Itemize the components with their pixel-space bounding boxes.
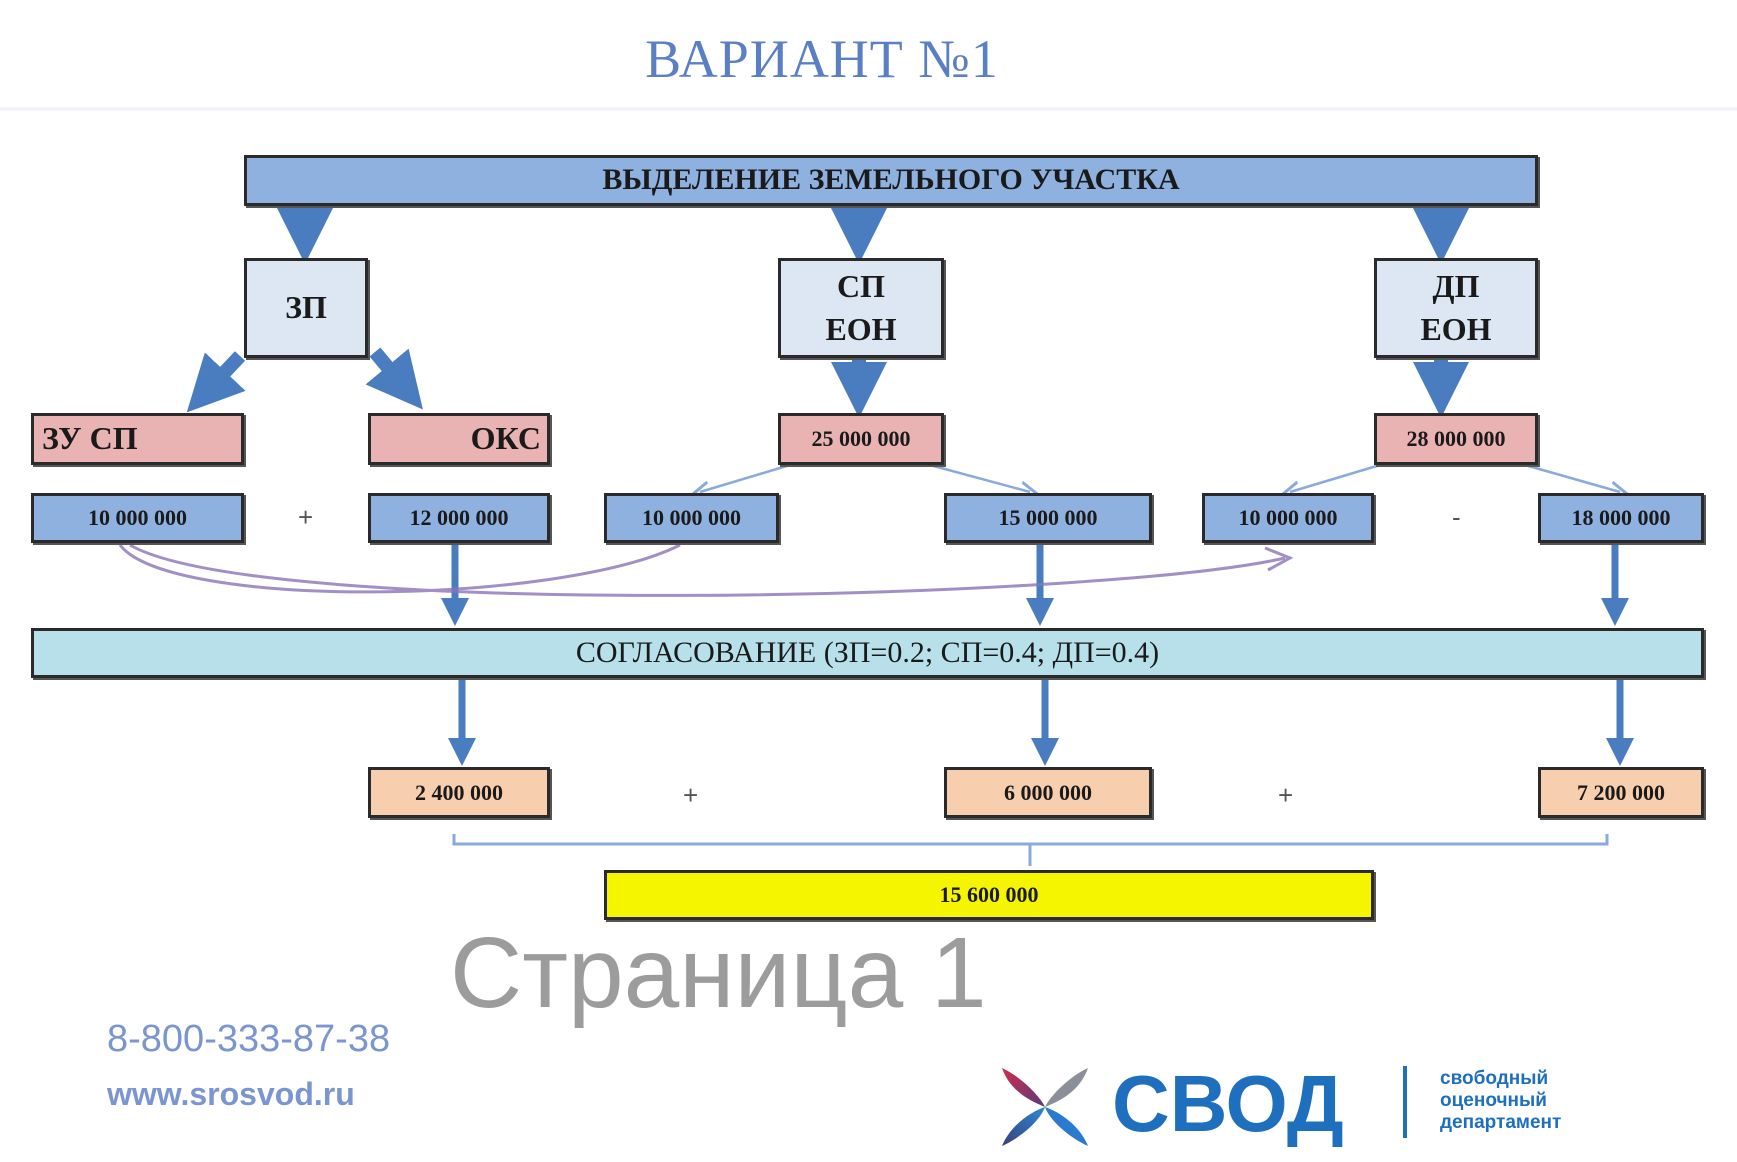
approach-sublabel: ЕОН	[825, 311, 897, 347]
logo-wordmark: СВОД	[1112, 1059, 1344, 1148]
value-box: 10 000 000	[1202, 493, 1374, 543]
dp-value-box: 28 000 000	[1374, 413, 1538, 465]
sum-bracket	[452, 834, 1609, 866]
value-box: 12 000 000	[368, 493, 550, 543]
page-title: ВАРИАНТ №1	[645, 29, 999, 89]
weighted-value-box: 2 400 000	[368, 767, 550, 818]
capital-construction-box: ОКС	[368, 413, 550, 465]
svod-logo-icon	[1000, 1066, 1090, 1148]
reconciliation-bar: СОГЛАСОВАНИЕ (ЗП=0.2; СП=0.4; ДП=0.4)	[31, 628, 1704, 678]
plus-sign: +	[298, 502, 314, 532]
curved-arrows	[118, 543, 1294, 597]
approach-sublabel: ЕОН	[1420, 311, 1492, 347]
plus-sign: +	[1278, 780, 1294, 810]
approach-dp: ДП ЕОН	[1374, 258, 1538, 358]
approach-label: ДП	[1432, 267, 1480, 304]
tagline-line: департамент	[1440, 1112, 1562, 1133]
tagline-line: свободный	[1440, 1068, 1549, 1089]
land-allocation-bar: ВЫДЕЛЕНИЕ ЗЕМЕЛЬНОГО УЧАСТКА	[244, 155, 1538, 206]
value-box: 10 000 000	[604, 493, 779, 543]
minus-sign: -	[1452, 502, 1461, 532]
approach-zp: ЗП	[244, 258, 368, 358]
value-box: 15 000 000	[944, 493, 1152, 543]
weighted-value-box: 6 000 000	[944, 767, 1152, 818]
total-value-box: 15 600 000	[604, 870, 1374, 920]
approach-label: СП	[837, 267, 885, 304]
title-divider	[0, 106, 1737, 112]
plus-sign: +	[683, 780, 699, 810]
page-watermark: Страница 1	[450, 917, 987, 1029]
thick-arrows	[186, 206, 1469, 418]
approach-sp: СП ЕОН	[778, 258, 944, 358]
value-box: 18 000 000	[1538, 493, 1704, 543]
thin-arrows	[700, 463, 1620, 492]
logo-tagline: свободный оценочный департамент	[1440, 1068, 1561, 1134]
sp-value-box: 25 000 000	[778, 413, 944, 465]
phone-number: 8-800-333-87-38	[107, 1018, 391, 1060]
weighted-value-box: 7 200 000	[1538, 767, 1704, 818]
tagline-line: оценочный	[1440, 1090, 1547, 1111]
medium-arrows	[441, 543, 1634, 766]
approach-label: ЗП	[285, 289, 327, 326]
logo-divider	[1403, 1066, 1407, 1138]
website-link[interactable]: www.srosvod.ru	[107, 1076, 355, 1112]
value-box: 10 000 000	[31, 493, 244, 543]
land-plot-box: ЗУ СП	[31, 413, 244, 465]
